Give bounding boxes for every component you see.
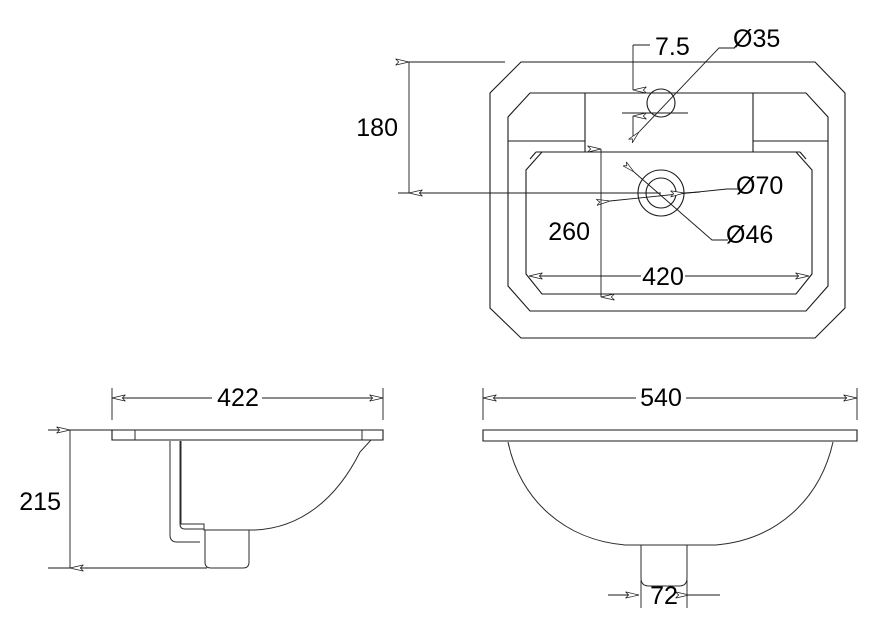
- dim-d70-text: Ø70: [736, 172, 783, 200]
- dim-d35-text: Ø35: [733, 25, 780, 53]
- front-view-waste-boss: [640, 545, 688, 587]
- dim-d46-text: Ø46: [726, 221, 773, 249]
- dim-d70-leader: [610, 188, 739, 201]
- front-view-rim-slab: [482, 429, 858, 442]
- dim-d35-leader: [639, 47, 735, 132]
- top-view-outer-outline: [489, 61, 846, 339]
- dim-d46-leader: [634, 172, 728, 241]
- dim-540-text: 540: [640, 384, 682, 412]
- dim-7_5-text: 7.5: [655, 33, 690, 61]
- dim-422-text: 422: [217, 384, 259, 412]
- top-view-rim-inner-outline: [507, 92, 829, 312]
- dim-420-text: 420: [642, 263, 684, 291]
- dim-180-text: 180: [356, 114, 398, 142]
- side-view-rim-slab: [111, 429, 384, 441]
- top-view-group: 180 7.5 Ø35 Ø70 Ø46 260 420: [356, 25, 846, 339]
- top-view-bowl-opening: [525, 151, 813, 295]
- side-section-view-group: 215 422: [19, 384, 384, 569]
- front-section-view-group: 540 72: [482, 384, 858, 610]
- top-view-left-notch-riser: [529, 151, 537, 160]
- side-view-overflow-wall-outer: [169, 441, 200, 543]
- top-view-right-notch-riser: [799, 151, 807, 160]
- side-view-overflow-wall-inner: [179, 441, 204, 530]
- side-view-bowl-profile: [179, 439, 372, 531]
- front-view-bowl-profile: [507, 441, 834, 546]
- dim-215-text: 215: [19, 488, 61, 516]
- dim-72-text: 72: [650, 582, 678, 610]
- dim-d70-leader-right: [684, 192, 701, 193]
- tap-hole-circle: [646, 88, 676, 118]
- dim-260-text: 260: [548, 218, 590, 246]
- side-view-waste-boss: [204, 530, 250, 569]
